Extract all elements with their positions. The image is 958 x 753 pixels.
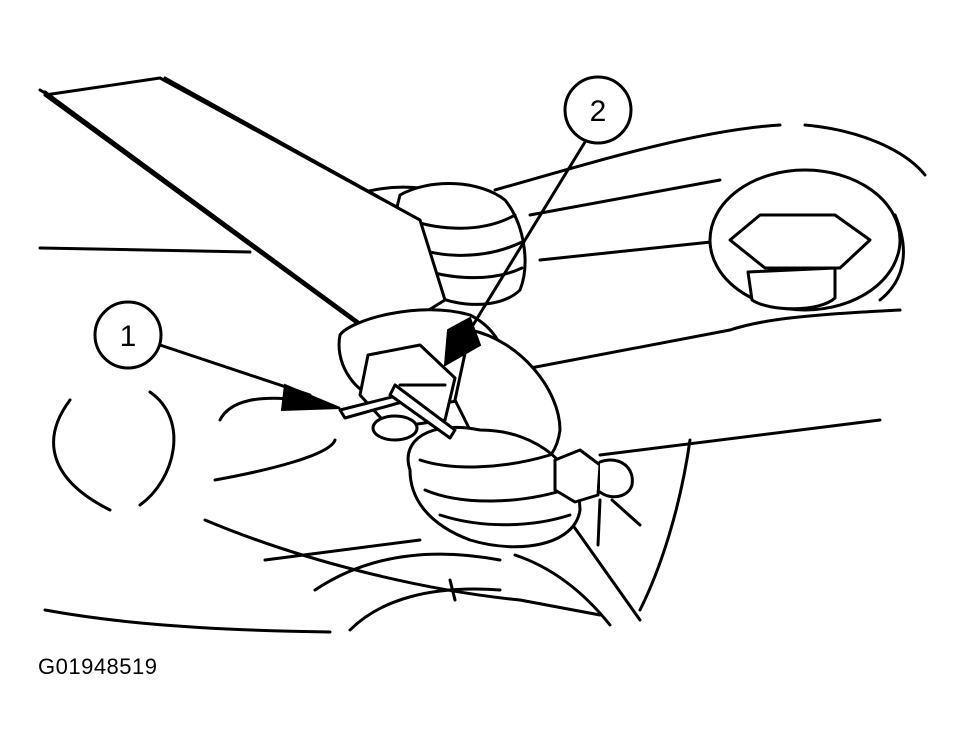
callout-1: 1 [93,300,341,412]
callout-2-arrowhead [443,316,482,367]
callout-2-circle [563,75,633,145]
callout-2-label: 2 [590,95,607,128]
callout-1-arrowhead [280,383,341,412]
tie-rod-end-assembly [337,308,582,549]
callout-1-label: 1 [120,320,137,353]
hex-nut [708,168,902,312]
tie-rod [43,76,447,342]
knuckle-line-art [38,76,927,634]
connector-clip [553,448,642,547]
callout-1-circle [93,300,163,370]
figure-id: G01948519 [38,654,158,679]
callout-2: 2 [443,75,633,367]
